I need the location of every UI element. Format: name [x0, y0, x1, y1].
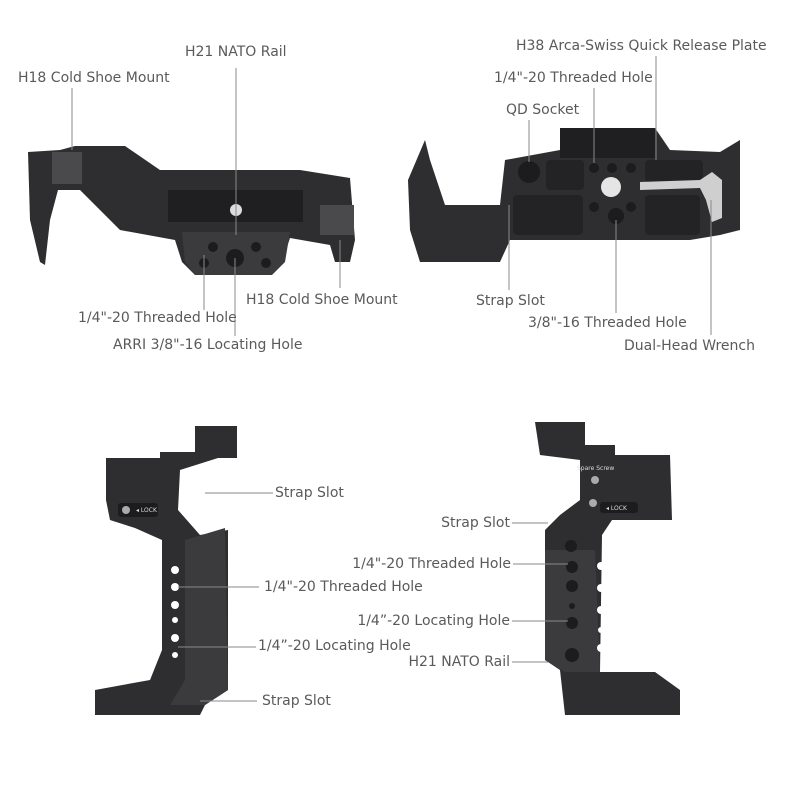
- label-nato-rail: H21 NATO Rail: [185, 44, 287, 60]
- qd-socket: [518, 161, 540, 183]
- label-threaded-hole: 1/4"-20 Threaded Hole: [78, 310, 237, 326]
- arca-plate: [560, 128, 655, 158]
- label-qd-socket: QD Socket: [506, 102, 580, 118]
- label-strap-slot-top: Strap Slot: [275, 485, 344, 501]
- label-arri-hole: ARRI 3/8"-16 Locating Hole: [113, 337, 303, 353]
- spare-screw-engraving: Spare Screw: [577, 465, 614, 472]
- label-cold-shoe-left: H18 Cold Shoe Mount: [18, 70, 170, 86]
- label-threaded-hole-38: 3/8"-16 Threaded Hole: [528, 315, 687, 331]
- label-threaded-hole-14: 1/4"-20 Threaded Hole: [494, 70, 653, 86]
- cold-shoe-left: [52, 152, 82, 184]
- lock-plate: [118, 503, 158, 517]
- wrench: [640, 172, 722, 222]
- cold-shoe-right: [320, 205, 354, 235]
- lock-engraving-right: ◂ LOCK: [606, 505, 628, 512]
- cage-top-view: [28, 146, 355, 275]
- label-locating-hole-side: 1/4”-20 Locating Hole: [258, 638, 411, 654]
- label-cold-shoe-right: H18 Cold Shoe Mount: [246, 292, 398, 308]
- label-threaded-hole-side: 1/4"-20 Threaded Hole: [264, 579, 423, 595]
- grip: [170, 528, 228, 705]
- label-threaded-hole-right: 1/4"-20 Threaded Hole: [352, 556, 511, 572]
- label-nato-rail-right: H21 NATO Rail: [408, 654, 510, 670]
- label-strap-slot-right: Strap Slot: [441, 515, 510, 531]
- label-arca-plate: H38 Arca-Swiss Quick Release Plate: [516, 38, 767, 54]
- label-locating-hole-right: 1/4”-20 Locating Hole: [357, 613, 510, 629]
- nato-side: [545, 550, 600, 672]
- cage-side-right: Spare Screw ◂ LOCK: [535, 422, 680, 715]
- label-strap-slot: Strap Slot: [476, 293, 545, 309]
- cage-side-left: ◂ LOCK: [95, 426, 237, 715]
- label-strap-slot-bottom: Strap Slot: [262, 693, 331, 709]
- lock-engraving: ◂ LOCK: [136, 507, 158, 514]
- cage-bottom-view: [408, 128, 740, 262]
- leader-lines: [71, 56, 712, 702]
- label-wrench: Dual-Head Wrench: [624, 338, 755, 354]
